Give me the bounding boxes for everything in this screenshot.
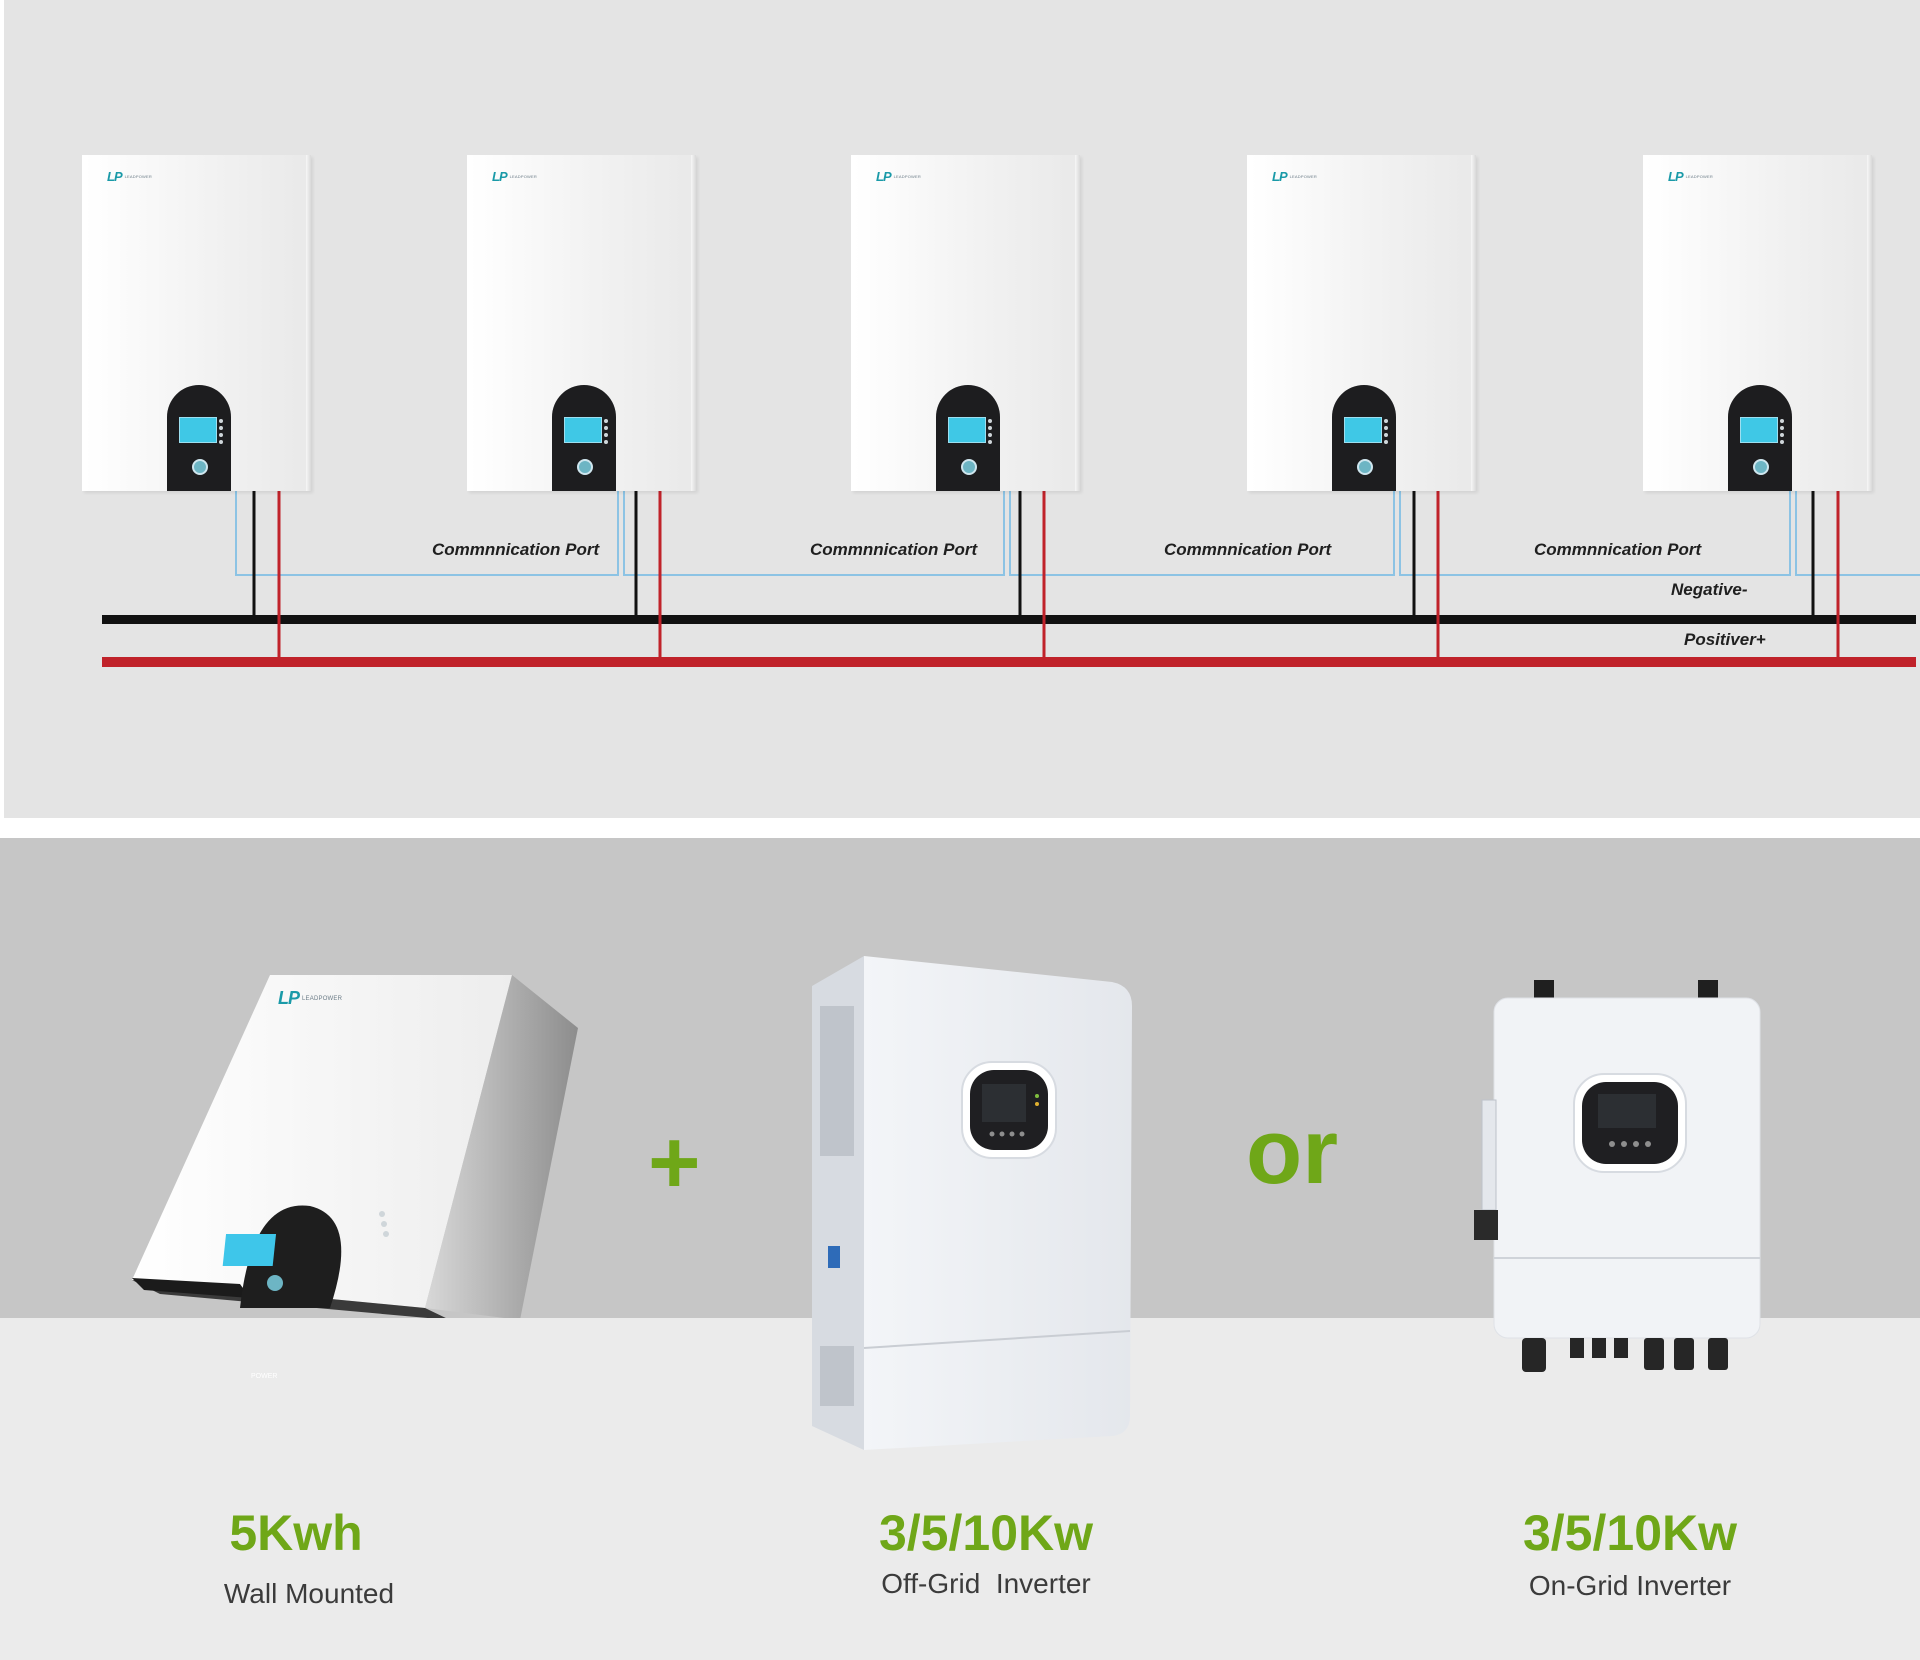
product-3-title: 3/5/10Kw (1522, 1505, 1737, 1561)
plus-sign: + (648, 1113, 701, 1213)
comm-wire-5-out (1795, 491, 1920, 576)
product-2-subtitle: Off-Grid Inverter (881, 1568, 1091, 1599)
status-leds (604, 419, 608, 447)
positive-drops (277, 491, 1840, 659)
brand-logo: LP LEADPOWER (107, 169, 152, 184)
battery-unit-4: LP LEADPOWER (1247, 155, 1476, 491)
control-panel (167, 385, 231, 491)
comm-wire-4-5 (1399, 491, 1791, 576)
brand-logo: LP LEADPOWER (1272, 169, 1317, 184)
product-combination-panel: LP LEADPOWER POWER + or (0, 838, 1920, 1660)
power-button-icon (961, 459, 977, 475)
control-panel (552, 385, 616, 491)
lcd-screen (1344, 417, 1382, 443)
battery-unit-2: LP LEADPOWER (467, 155, 696, 491)
brand-logo: LP LEADPOWER (876, 169, 921, 184)
brand-logo: LP LEADPOWER (1668, 169, 1713, 184)
lcd-screen (564, 417, 602, 443)
control-panel (1332, 385, 1396, 491)
power-icon (267, 1275, 283, 1291)
comm-wire-1-2 (235, 491, 619, 576)
positive-bus (102, 657, 1916, 667)
control-panel (936, 385, 1000, 491)
wiring-lines (102, 491, 1920, 667)
status-leds (1384, 419, 1388, 447)
battery-unit-5: LP LEADPOWER (1643, 155, 1872, 491)
lcd-screen (948, 417, 986, 443)
wiring-diagram-panel: LP LEADPOWER LP LEADPOWER LP LEADPOWER (4, 0, 1920, 818)
wall-mounted-battery-image (132, 975, 578, 1318)
battery-power-label: POWER (251, 1373, 278, 1380)
battery-unit-1: LP LEADPOWER (82, 155, 311, 491)
product-1-subtitle: Wall Mounted (223, 1578, 395, 1609)
comm-port-label-4: Commnnication Port (1534, 540, 1702, 559)
product-1-title: 5Kwh (229, 1505, 363, 1561)
battery-brand-logo: LP LEADPOWER (278, 988, 343, 1008)
comm-wire-2-3 (623, 491, 1005, 576)
control-panel (1728, 385, 1792, 491)
power-button-icon (192, 459, 208, 475)
off-grid-inverter-image (812, 956, 1132, 1450)
status-leds (219, 419, 223, 447)
power-button-icon (1357, 459, 1373, 475)
on-grid-inverter-image (1474, 980, 1761, 1372)
brand-logo: LP LEADPOWER (492, 169, 537, 184)
lcd-screen (179, 417, 217, 443)
comm-port-label-2: Commnnication Port (810, 540, 978, 559)
negative-bus (102, 615, 1916, 624)
positive-label: Positiver+ (1684, 630, 1766, 649)
product-3-subtitle: On-Grid Inverter (1528, 1570, 1732, 1601)
comm-wire-3-4 (1009, 491, 1395, 576)
communication-wires (235, 491, 1920, 576)
comm-port-label-3: Commnnication Port (1164, 540, 1332, 559)
negative-drops (252, 491, 1815, 617)
lcd-screen (1740, 417, 1778, 443)
battery-unit-3: LP LEADPOWER (851, 155, 1080, 491)
status-leds (988, 419, 992, 447)
or-word: or (1246, 1101, 1338, 1203)
product-2-title: 3/5/10Kw (878, 1505, 1093, 1561)
comm-port-label-1: Commnnication Port (432, 540, 600, 559)
power-button-icon (577, 459, 593, 475)
negative-label: Negative- (1671, 580, 1748, 599)
status-leds (1780, 419, 1784, 447)
power-button-icon (1753, 459, 1769, 475)
